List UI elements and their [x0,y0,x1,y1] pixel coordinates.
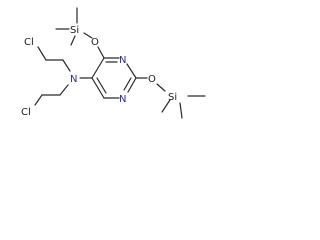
bond-n-ch2-lower [59,84,69,96]
bond-c2-n1-double [123,77,132,91]
bond-c4-o [97,46,105,59]
atom-n-amine: N [70,74,77,85]
atom-n-ring-lower: N [119,94,126,105]
bond-si-me-down-lower [179,102,183,119]
atom-n-ring-upper: N [119,55,126,66]
atom-cl-upper: Cl [24,37,34,48]
atom-o-lower: O [148,74,156,85]
atom-si-lower: Si [168,92,177,103]
chemical-structure: Cl Cl N N N O O Si Si [21,7,206,119]
bond-lines [34,7,206,119]
bond-c6-c5 [91,77,105,99]
atom-o-upper: O [91,37,99,48]
bond-cl-lower [34,94,43,106]
atom-labels: Cl Cl N N N O O Si Si [21,25,177,118]
bond-si-me-left-lower [161,99,171,113]
bond-ch2-n-upper [62,59,71,72]
atom-si-upper: Si [70,25,79,36]
bond-o-si-lower [156,83,166,92]
bond-c6-c5-double [96,77,107,94]
bond-c2-n1 [127,77,137,93]
bond-si-me-down [70,35,76,46]
bond-n3-c2 [126,63,137,79]
bond-o-si-upper [83,32,93,39]
atom-cl-lower: Cl [21,107,31,118]
bond-cl-upper [37,46,47,61]
bond-c5-c4 [91,57,105,79]
